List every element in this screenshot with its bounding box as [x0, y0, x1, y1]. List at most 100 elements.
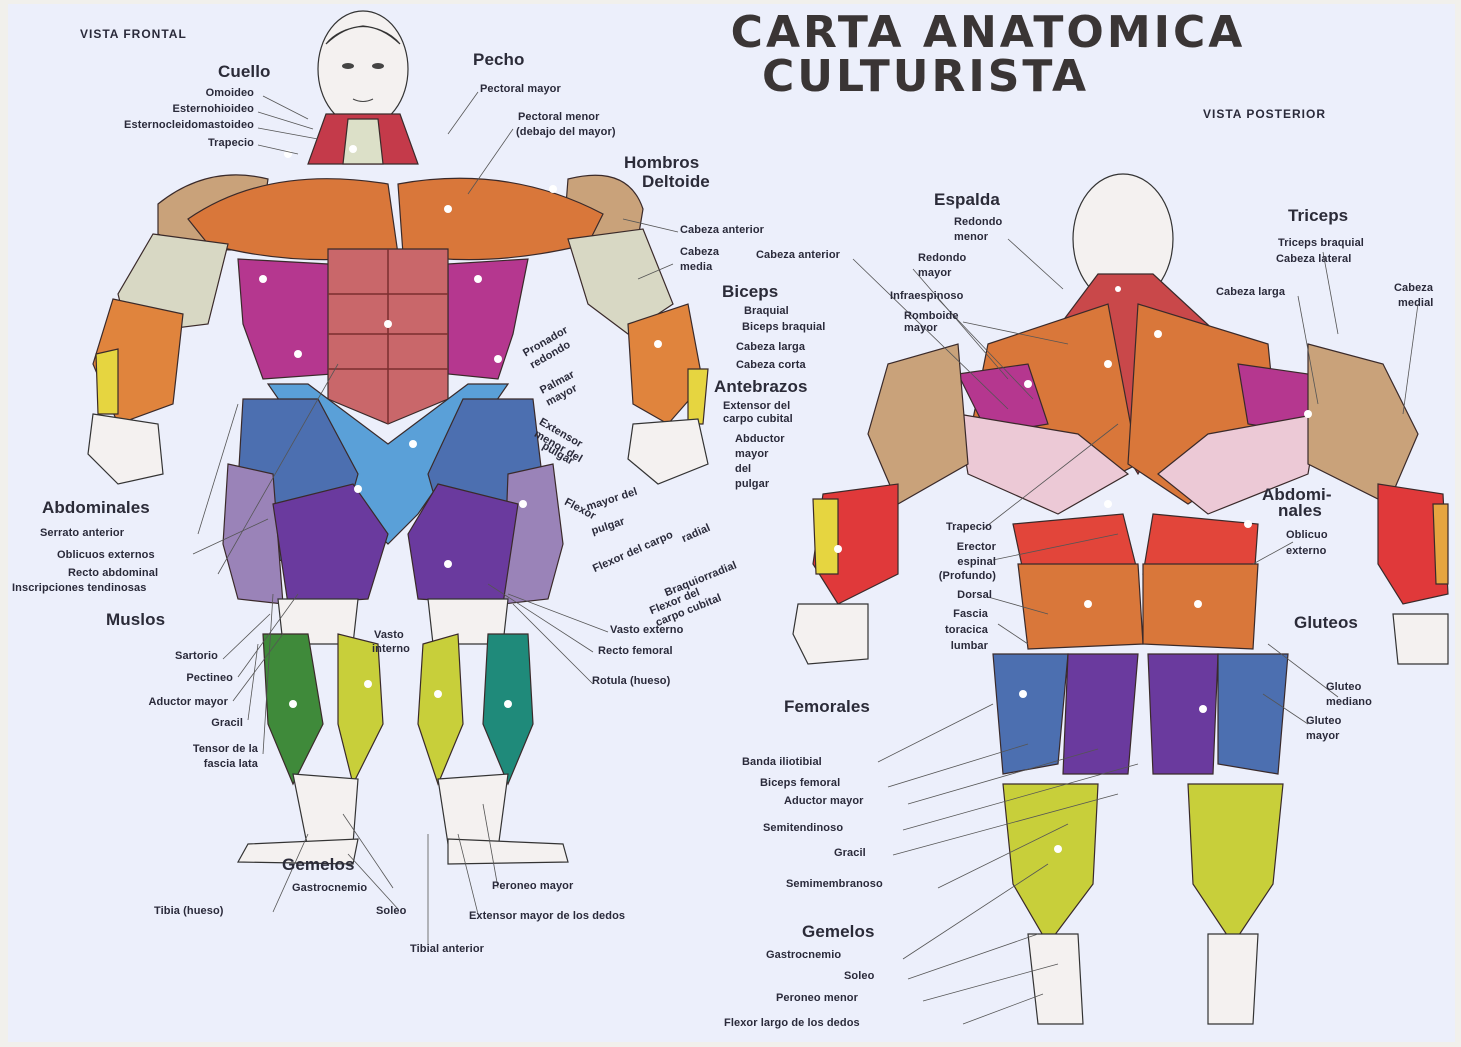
- label-banda-iliotibial: Banda iliotibial: [742, 756, 822, 769]
- label-abductor-1: Abductor: [735, 433, 785, 446]
- label-tensor-2: fascia lata: [138, 758, 258, 771]
- back-left-hamstring-blue: [993, 654, 1068, 774]
- label-flexor-largo-dedos: Flexor largo de los dedos: [724, 1017, 860, 1030]
- label-inscripciones: Inscripciones tendinosas: [12, 582, 146, 595]
- front-right-foot: [448, 839, 568, 864]
- label-tibial-anterior: Tibial anterior: [410, 943, 484, 956]
- label-aductor-mayor-back: Aductor mayor: [784, 795, 864, 808]
- label-oblicuo-externo-2: externo: [1286, 545, 1326, 558]
- label-extensor-carpo-1: Extensor del: [723, 400, 790, 413]
- label-gluteo-medio-2: mediano: [1326, 696, 1372, 709]
- front-view-label: VISTA FRONTAL: [80, 28, 187, 41]
- label-cuello: Cuello: [218, 62, 271, 81]
- label-tensor-1: Tensor de la: [138, 743, 258, 756]
- back-view-label: VISTA POSTERIOR: [1203, 108, 1326, 121]
- label-gastrocnemio-front: Gastrocnemio: [292, 882, 367, 895]
- label-trapecio-front: Trapecio: [158, 137, 254, 150]
- label-triceps: Triceps: [1288, 206, 1348, 225]
- label-gluteo-mayor-1: Gluteo: [1306, 715, 1341, 728]
- label-tibia: Tibia (hueso): [154, 905, 224, 918]
- label-pectoral-menor: Pectoral menor: [518, 111, 599, 124]
- label-fascia-2: toracica: [888, 624, 988, 637]
- label-cabeza-larga-front: Cabeza larga: [736, 341, 805, 354]
- label-sartorio: Sartorio: [118, 650, 218, 663]
- front-left-hand: [88, 414, 163, 484]
- label-redondo-mayor-1: Redondo: [918, 252, 966, 265]
- label-gracil-front: Gracil: [143, 717, 243, 730]
- label-serrato: Serrato anterior: [40, 527, 124, 540]
- label-abductor-4: pulgar: [735, 478, 769, 491]
- label-cabeza-medial-1: Cabeza: [1394, 282, 1433, 295]
- label-soleo-front: Soleo: [376, 905, 406, 918]
- label-trapecio-back: Trapecio: [888, 521, 992, 534]
- front-left-lat: [238, 259, 333, 379]
- label-aductor-mayor-front: Aductor mayor: [78, 696, 228, 709]
- label-antebrazos: Antebrazos: [714, 377, 808, 396]
- back-right-hand: [1393, 614, 1448, 664]
- label-recto-femoral: Recto femoral: [598, 645, 673, 658]
- label-biceps: Biceps: [722, 282, 778, 301]
- label-muslos: Muslos: [106, 610, 165, 629]
- label-cabeza-lateral: Cabeza lateral: [1276, 253, 1351, 266]
- label-gastrocnemio-back: Gastrocnemio: [766, 949, 841, 962]
- label-abdominales: Abdominales: [42, 498, 150, 517]
- back-left-triceps: [868, 344, 968, 504]
- label-redondo-menor-2: menor: [954, 231, 988, 244]
- label-gracil-back: Gracil: [834, 847, 866, 860]
- label-cabeza-media-2: media: [680, 261, 712, 274]
- front-right-lat: [448, 259, 528, 379]
- label-gemelos-front: Gemelos: [282, 855, 355, 874]
- label-cabeza-media-1: Cabeza: [680, 246, 719, 259]
- label-pectoral-menor-note: (debajo del mayor): [516, 126, 616, 139]
- label-esternocleidomastoideo: Esternocleidomastoideo: [38, 119, 254, 132]
- label-fascia-3: lumbar: [888, 640, 988, 653]
- front-left-calf-green: [263, 634, 323, 784]
- label-romboide-2: mayor: [904, 322, 938, 335]
- label-infraespinoso: Infraespinoso: [890, 290, 963, 303]
- front-right-calf-yellow: [418, 634, 463, 784]
- label-gluteo-medio-1: Gluteo: [1326, 681, 1361, 694]
- label-redondo-mayor-2: mayor: [918, 267, 952, 280]
- label-vasto-interno-1: Vasto: [374, 629, 404, 642]
- label-gluteo-mayor-2: mayor: [1306, 730, 1340, 743]
- front-head: [318, 11, 408, 127]
- label-abdominales-back-2: nales: [1278, 501, 1322, 520]
- label-hombros: Hombros: [624, 153, 699, 172]
- label-peroneo-mayor: Peroneo mayor: [492, 880, 573, 893]
- anatomy-chart: .ln { stroke:#555; stroke-width:0.8; fil…: [8, 4, 1455, 1042]
- back-right-hamstring-blue: [1218, 654, 1288, 774]
- chart-title-line1: CARTA ANATOMICA: [608, 10, 1368, 56]
- label-cabeza-corta: Cabeza corta: [736, 359, 806, 372]
- label-dorsal: Dorsal: [888, 589, 992, 602]
- label-pectoral-mayor: Pectoral mayor: [480, 83, 561, 96]
- label-abductor-2: mayor: [735, 448, 769, 461]
- back-right-calf: [1188, 784, 1283, 944]
- front-left-thigh-lavender: [223, 464, 283, 604]
- label-soleo-back: Soleo: [844, 970, 874, 983]
- front-right-hand: [628, 419, 708, 484]
- back-left-hand: [793, 604, 868, 664]
- label-oblicuos: Oblicuos externos: [57, 549, 155, 562]
- front-right-calf-teal: [483, 634, 533, 784]
- label-rotula: Rotula (hueso): [592, 675, 670, 688]
- back-left-calf: [1003, 784, 1098, 944]
- front-left-calf-yellow: [338, 634, 383, 784]
- back-left-glute: [1018, 564, 1143, 649]
- label-oblicuo-externo-1: Oblicuo: [1286, 529, 1328, 542]
- label-triceps-braquial: Triceps braquial: [1278, 237, 1364, 250]
- label-recto-abdominal: Recto abdominal: [68, 567, 158, 580]
- label-vasto-externo: Vasto externo: [610, 624, 683, 637]
- label-semitendinoso: Semitendinoso: [763, 822, 843, 835]
- label-omoideo: Omoideo: [158, 87, 254, 100]
- label-redondo-menor-1: Redondo: [954, 216, 1002, 229]
- label-erector-3: (Profundo): [888, 570, 996, 583]
- label-fascia-1: Fascia: [888, 608, 988, 621]
- back-right-triceps: [1308, 344, 1418, 504]
- label-peroneo-menor: Peroneo menor: [776, 992, 858, 1005]
- label-espalda: Espalda: [934, 190, 1000, 209]
- label-esternohioideo: Esternohioideo: [118, 103, 254, 116]
- chart-title-line2: CULTURISTA: [608, 54, 1243, 100]
- label-cabeza-anterior-back: Cabeza anterior: [756, 249, 840, 262]
- label-gluteos: Gluteos: [1294, 613, 1358, 632]
- label-gemelos-back: Gemelos: [802, 922, 875, 941]
